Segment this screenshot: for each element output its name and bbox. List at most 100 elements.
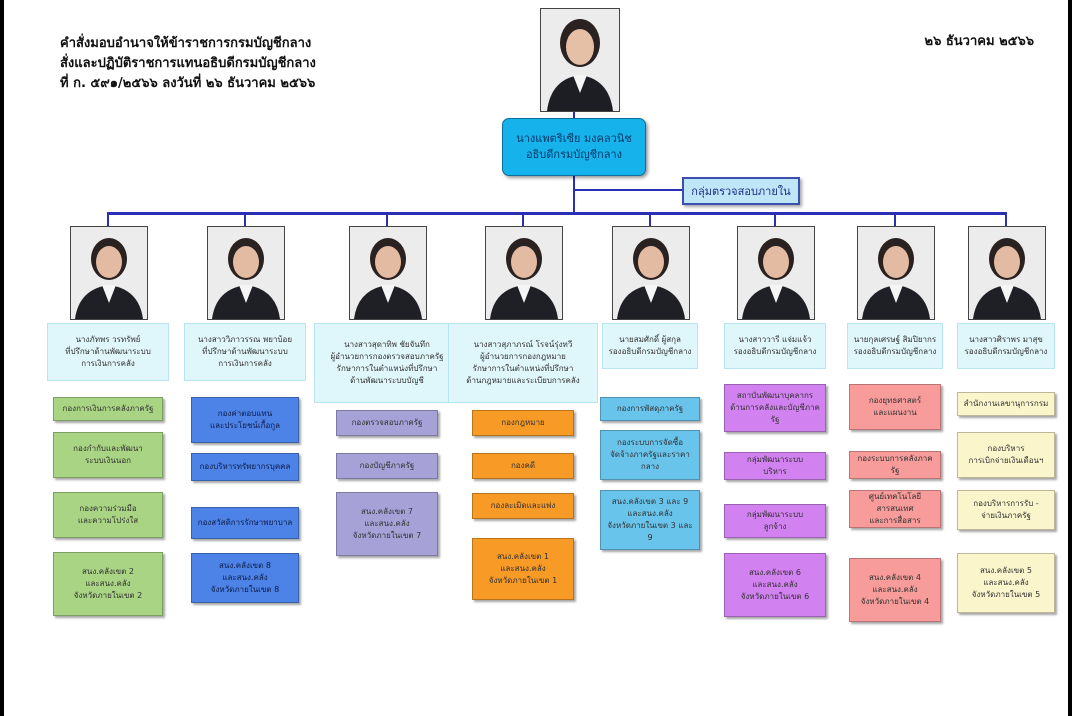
unit-box: กองการเงินการคลังภาครัฐ — [53, 397, 163, 421]
executive-name-box: นางสาวสุภาภรณ์ โรจน์รุ่งทวีผู้อำนวยการกอ… — [448, 323, 598, 403]
executive-name-box: นายกุลเศรษฐ์ สิมปิยากรรองอธิบดีกรมบัญชีก… — [847, 323, 943, 369]
unit-box: กลุ่มพัฒนาระบบ บริหาร — [724, 452, 826, 480]
unit-box: กองบัญชีภาครัฐ — [336, 453, 438, 479]
order-title: คำสั่งมอบอำนาจให้ข้าราชการกรมบัญชีกลาง ส… — [60, 34, 316, 94]
unit-box: สนง.คลังเขต 5 และสนง.คลัง จังหวัดภายในเข… — [957, 553, 1055, 613]
executive-name: นางสาวศิราพร มาสุข — [969, 335, 1043, 344]
unit-box: สำนักงานเลขานุการกรม — [957, 392, 1055, 416]
connector-column-4 — [522, 212, 524, 226]
executive-text: นายกุลเศรษฐ์ สิมปิยากรรองอธิบดีกรมบัญชีก… — [854, 334, 937, 358]
executive-position: ที่ปรึกษาด้านพัฒนาระบบ การเงินการคลัง — [202, 347, 288, 368]
unit-box: สถาบันพัฒนาบุคลากร ด้านการคลังและบัญชีภา… — [724, 384, 826, 432]
connector-column-6 — [774, 212, 776, 226]
unit-box: กองละเมิดและแพ่ง — [472, 493, 574, 519]
executive-position: ผู้อำนวยการกองกฎหมาย รักษาการในตำแหน่งที… — [466, 352, 580, 385]
connector-column-5 — [649, 212, 651, 226]
executive-name-box: นางภัทพร วรทรัพย์ที่ปรึกษาด้านพัฒนาระบบ … — [47, 323, 169, 381]
connector-audit — [574, 189, 682, 191]
unit-box: สนง.คลังเขต 2 และสนง.คลัง จังหวัดภายในเข… — [53, 552, 163, 616]
unit-box: สนง.คลังเขต 6 และสนง.คลัง จังหวัดภายในเข… — [724, 553, 826, 617]
unit-box: กองระบบการจัดซื้อ จัดจ้างภาครัฐและราคากล… — [600, 430, 700, 480]
executive-photo — [612, 226, 690, 320]
unit-box: กองยุทธศาสตร์ และแผนงาน — [849, 384, 941, 430]
order-line-3: ที่ ก. ๕๙๑/๒๕๖๖ ลงวันที่ ๒๖ ธันวาคม ๒๕๖๖ — [60, 76, 316, 91]
executive-photo — [968, 226, 1046, 320]
unit-box: สนง.คลังเขต 7 และสนง.คลัง จังหวัดภายในเข… — [336, 492, 438, 556]
unit-box: กองตรวจสอบภาครัฐ — [336, 410, 438, 436]
portrait-icon — [738, 227, 814, 319]
executive-photo — [737, 226, 815, 320]
executive-position: รองอธิบดีกรมบัญชีกลาง — [608, 347, 692, 356]
chief-name: นางแพตริเซีย มงคลวนิช — [516, 132, 632, 145]
unit-box: สนง.คลังเขต 4 และสนง.คลัง จังหวัดภายในเข… — [849, 558, 941, 622]
executive-name: นางสาววารี แจ่มแจ้ว — [738, 335, 812, 344]
unit-box: กองค่าตอบแทน และประโยชน์เกื้อกูล — [191, 397, 299, 443]
unit-box: กองคดี — [472, 453, 574, 479]
unit-box: กองกำกับและพัฒนา ระบบเงินนอก — [53, 432, 163, 478]
portrait-icon — [71, 227, 147, 319]
executive-name: นางสาวสุดาทิพ ชัยจันทึก — [344, 340, 430, 349]
unit-box: สนง.คลังเขต 8 และสนง.คลัง จังหวัดภายในเข… — [191, 553, 299, 603]
chief-title: อธิบดีกรมบัญชีกลาง — [525, 148, 623, 161]
order-line-1: คำสั่งมอบอำนาจให้ข้าราชการกรมบัญชีกลาง — [60, 36, 312, 51]
portrait-icon — [350, 227, 426, 319]
connector-horizontal — [108, 212, 1006, 215]
unit-box: กองบริหารการรับ - จ่ายเงินภาครัฐ — [957, 490, 1055, 530]
executive-text: นางสาววารี แจ่มแจ้วรองอธิบดีกรมบัญชีกลาง — [734, 334, 817, 358]
executive-name-box: นางสาววารี แจ่มแจ้วรองอธิบดีกรมบัญชีกลาง — [724, 323, 826, 369]
executive-position: รองอธิบดีกรมบัญชีกลาง — [853, 347, 937, 356]
executive-name: นางสาววิภาวรรณ พยาบ้อย — [197, 335, 293, 344]
executive-text: นางสาวสุภาภรณ์ โรจน์รุ่งทวีผู้อำนวยการกอ… — [466, 339, 579, 387]
executive-photo — [349, 226, 427, 320]
portrait-icon — [208, 227, 284, 319]
executive-name-box: นางสาวศิราพร มาสุขรองอธิบดีกรมบัญชีกลาง — [957, 323, 1055, 369]
connector-column-8 — [1005, 212, 1007, 226]
executive-photo — [857, 226, 935, 320]
executive-position: รองอธิบดีกรมบัญชีกลาง — [964, 347, 1048, 356]
unit-box: สนง.คลังเขต 1 และสนง.คลัง จังหวัดภายในเข… — [472, 538, 574, 600]
chief-photo — [540, 8, 620, 112]
connector-column-7 — [894, 212, 896, 226]
executive-name: นางภัทพร วรทรัพย์ — [75, 335, 141, 344]
connector-column-1 — [107, 212, 109, 226]
order-line-2: สั่งและปฏิบัติราชการแทนอธิบดีกรมบัญชีกลา… — [60, 56, 316, 71]
unit-box: กองความร่วมมือ และความโปร่งใส — [53, 492, 163, 538]
executive-photo — [485, 226, 563, 320]
executive-position: รองอธิบดีกรมบัญชีกลาง — [733, 347, 817, 356]
chief-box: นางแพตริเซีย มงคลวนิช อธิบดีกรมบัญชีกลาง — [502, 118, 646, 176]
executive-name-box: นางสาวสุดาทิพ ชัยจันทึกผู้อำนวยการกองตรว… — [314, 323, 460, 403]
portrait-icon — [858, 227, 934, 319]
executive-photo — [70, 226, 148, 320]
portrait-icon — [486, 227, 562, 319]
unit-box: สนง.คลังเขต 3 และ 9 และสนง.คลัง จังหวัดภ… — [600, 490, 700, 550]
executive-text: นางสาวศิราพร มาสุขรองอธิบดีกรมบัญชีกลาง — [965, 334, 1048, 358]
unit-box: กองสวัสดิการรักษาพยาบาล — [191, 507, 299, 539]
executive-name-box: นายสมศักดิ์ ผู้สกุลรองอธิบดีกรมบัญชีกลาง — [602, 323, 698, 369]
executive-text: นางสาววิภาวรรณ พยาบ้อยที่ปรึกษาด้านพัฒนา… — [198, 334, 292, 370]
executive-text: นางภัทพร วรทรัพย์ที่ปรึกษาด้านพัฒนาระบบ … — [65, 334, 151, 370]
audit-group-box: กลุ่มตรวจสอบภายใน — [682, 177, 800, 205]
unit-box: กองบริหารทรัพยากรบุคคล — [191, 453, 299, 481]
portrait-icon — [541, 9, 619, 111]
order-date: ๒๖ ธันวาคม ๒๕๖๖ — [924, 34, 1034, 49]
executive-position: ที่ปรึกษาด้านพัฒนาระบบ การเงินการคลัง — [65, 347, 151, 368]
portrait-icon — [613, 227, 689, 319]
org-chart-page: คำสั่งมอบอำนาจให้ข้าราชการกรมบัญชีกลาง ส… — [4, 0, 1068, 716]
executive-text: นางสาวสุดาทิพ ชัยจันทึกผู้อำนวยการกองตรว… — [330, 339, 443, 387]
unit-box: กองการพัสดุภาครัฐ — [600, 397, 700, 421]
executive-text: นายสมศักดิ์ ผู้สกุลรองอธิบดีกรมบัญชีกลาง — [609, 334, 692, 358]
executive-name: นางสาวสุภาภรณ์ โรจน์รุ่งทวี — [473, 340, 573, 349]
executive-name-box: นางสาววิภาวรรณ พยาบ้อยที่ปรึกษาด้านพัฒนา… — [184, 323, 306, 381]
unit-box: กลุ่มพัฒนาระบบ ลูกจ้าง — [724, 504, 826, 538]
executive-photo — [207, 226, 285, 320]
unit-box: กองกฎหมาย — [472, 410, 574, 436]
executive-name: นายสมศักดิ์ ผู้สกุล — [619, 335, 681, 344]
unit-box: กองบริหาร การเบิกจ่ายเงินเดือนฯ — [957, 432, 1055, 478]
unit-box: กองระบบการคลังภาครัฐ — [849, 451, 941, 479]
unit-box: ศูนย์เทคโนโลยีสารสนเทศ และการสื่อสาร — [849, 490, 941, 528]
portrait-icon — [969, 227, 1045, 319]
connector-column-3 — [386, 212, 388, 226]
executive-position: ผู้อำนวยการกองตรวจสอบภาครัฐ รักษาการในตำ… — [330, 352, 444, 385]
connector-column-2 — [244, 212, 246, 226]
executive-name: นายกุลเศรษฐ์ สิมปิยากร — [853, 335, 937, 344]
